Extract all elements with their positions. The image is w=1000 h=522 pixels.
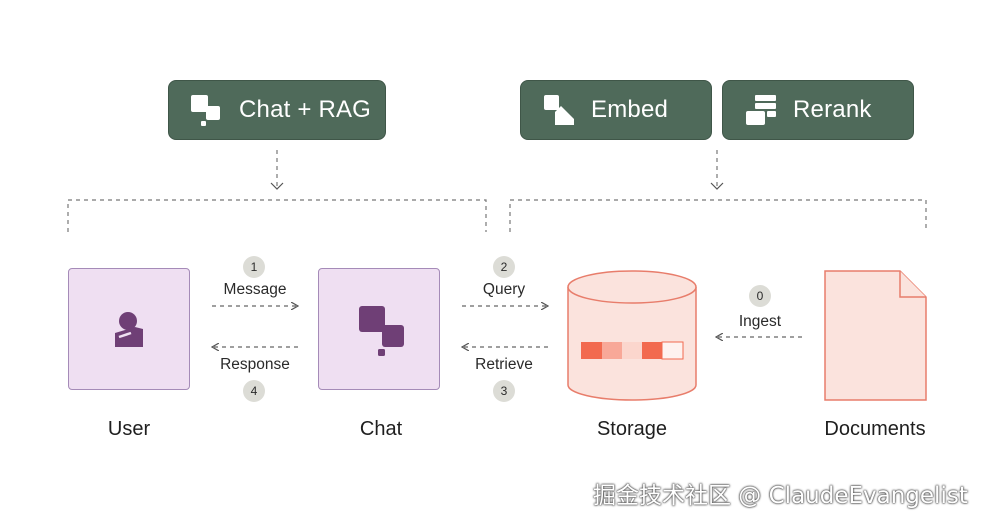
- embed-pill: Embed: [520, 80, 712, 140]
- documents-label: Documents: [824, 418, 926, 440]
- chat-rag-label: Chat + RAG: [239, 96, 372, 123]
- storage-label: Storage: [596, 418, 668, 440]
- message-step-badge: 1: [243, 256, 265, 278]
- document-icon: [824, 270, 927, 401]
- database-icon: [567, 270, 697, 401]
- chat-node: [318, 268, 440, 390]
- embed-rerank-arrow: [710, 182, 724, 190]
- watermark-text: 掘金技术社区 @ ClaudeEvangelist: [593, 483, 968, 509]
- user-label: User: [107, 418, 151, 440]
- chat-rag-pill: Chat + RAG: [168, 80, 386, 140]
- rerank-label: Rerank: [793, 96, 872, 123]
- chat-rag-arrow: [270, 182, 284, 190]
- ingest-label: Ingest: [738, 313, 782, 330]
- retrieve-label: Retrieve: [475, 356, 533, 373]
- rerank-icon: [746, 95, 776, 125]
- response-step-badge: 4: [243, 380, 265, 402]
- embed-icon: [544, 95, 574, 125]
- chat-rag-bracket: [67, 150, 487, 232]
- user-node: [68, 268, 190, 390]
- chat-label: Chat: [359, 418, 403, 440]
- response-label: Response: [220, 356, 290, 373]
- embed-rerank-bracket: [509, 150, 927, 232]
- query-label: Query: [482, 281, 526, 298]
- chat-bubbles-icon: [359, 306, 404, 356]
- user-icon: [115, 312, 143, 347]
- embed-label: Embed: [591, 96, 669, 123]
- retrieve-step-badge: 3: [493, 380, 515, 402]
- ingest-step-badge: 0: [749, 285, 771, 307]
- rerank-pill: Rerank: [722, 80, 914, 140]
- query-step-badge: 2: [493, 256, 515, 278]
- chat-bubbles-icon: [191, 95, 220, 126]
- message-label: Message: [223, 281, 287, 298]
